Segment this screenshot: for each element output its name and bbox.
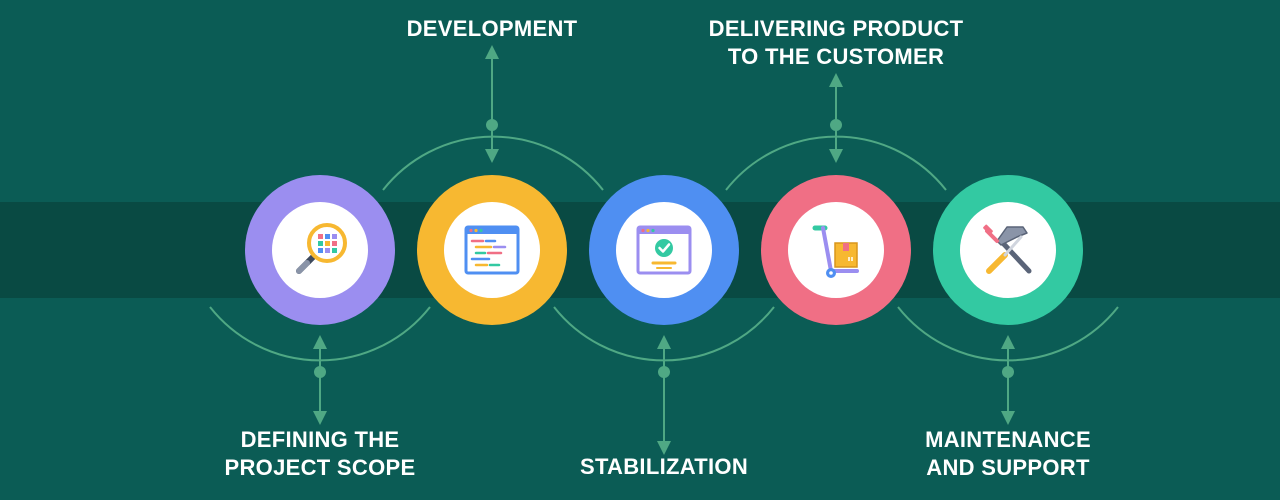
stage-label-development: DEVELOPMENT bbox=[322, 15, 662, 43]
stage-icon-circle bbox=[960, 202, 1056, 298]
connector-dot-5 bbox=[1002, 366, 1014, 378]
stage-icon-circle bbox=[272, 202, 368, 298]
stage-delivering-product bbox=[761, 175, 911, 325]
label-line: AND SUPPORT bbox=[926, 455, 1090, 480]
label-line: TO THE CUSTOMER bbox=[727, 44, 945, 69]
stage-label-defining-scope: DEFINING THE PROJECT SCOPE bbox=[150, 426, 490, 482]
stage-icon-circle bbox=[444, 202, 540, 298]
connector-dot-2 bbox=[486, 119, 498, 131]
check-window-icon bbox=[636, 225, 692, 275]
stage-label-stabilization: STABILIZATION bbox=[494, 453, 834, 481]
label-line: DELIVERING PRODUCT bbox=[708, 16, 964, 41]
stage-icon-circle bbox=[616, 202, 712, 298]
hand-truck-icon bbox=[812, 225, 859, 278]
label-line: DEVELOPMENT bbox=[406, 16, 578, 41]
connector-dot-3 bbox=[658, 366, 670, 378]
stage-icon-circle bbox=[788, 202, 884, 298]
tools-icon bbox=[983, 224, 1032, 274]
label-line: MAINTENANCE bbox=[925, 427, 1091, 452]
connector-dot-1 bbox=[314, 366, 326, 378]
connector-dot-4 bbox=[830, 119, 842, 131]
stage-maintenance-support bbox=[933, 175, 1083, 325]
stage-label-delivering-product: DELIVERING PRODUCT TO THE CUSTOMER bbox=[666, 15, 1006, 71]
stage-stabilization bbox=[589, 175, 739, 325]
magnifier-icon bbox=[296, 223, 347, 274]
stage-development bbox=[417, 175, 567, 325]
code-window-icon bbox=[464, 225, 520, 275]
label-line: PROJECT SCOPE bbox=[224, 455, 416, 480]
stage-defining-scope bbox=[245, 175, 395, 325]
stage-label-maintenance-support: MAINTENANCE AND SUPPORT bbox=[838, 426, 1178, 482]
label-line: STABILIZATION bbox=[579, 454, 749, 479]
label-line: DEFINING THE bbox=[240, 427, 400, 452]
